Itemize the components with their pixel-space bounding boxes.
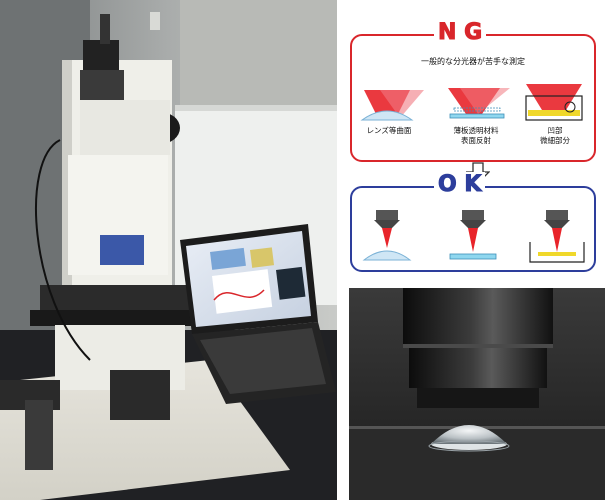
ok-illustrations [362, 210, 585, 263]
ng-panel: N G 一般的な分光器が苦手な測定 [350, 20, 596, 162]
microscope-photo-drawing [0, 0, 337, 500]
ng-recess-illustration [525, 84, 583, 121]
ng-illustrations [360, 84, 583, 121]
objective-lens-photo [349, 288, 605, 500]
ok-title: O K [434, 172, 486, 198]
ng-subtitle: 一般的な分光器が苦手な測定 [421, 57, 525, 66]
ng-title: N G [434, 20, 487, 46]
ok-panel: O K [350, 172, 596, 272]
ng-lens-illustration [360, 90, 424, 121]
objective-photo-drawing [349, 288, 605, 500]
ng-thin-plate-illustration [448, 88, 510, 119]
ng-caption-2: 薄板透明材料 表面反射 [453, 126, 499, 145]
ok-lens-illustration [362, 210, 412, 261]
ng-caption-1: レンズ等曲面 [366, 126, 412, 135]
ok-recess-illustration [529, 210, 585, 263]
microscope-system-photo [0, 0, 337, 500]
ng-caption-3: 凹部 微細部分 [540, 126, 570, 145]
ok-thin-plate-illustration [449, 210, 497, 260]
